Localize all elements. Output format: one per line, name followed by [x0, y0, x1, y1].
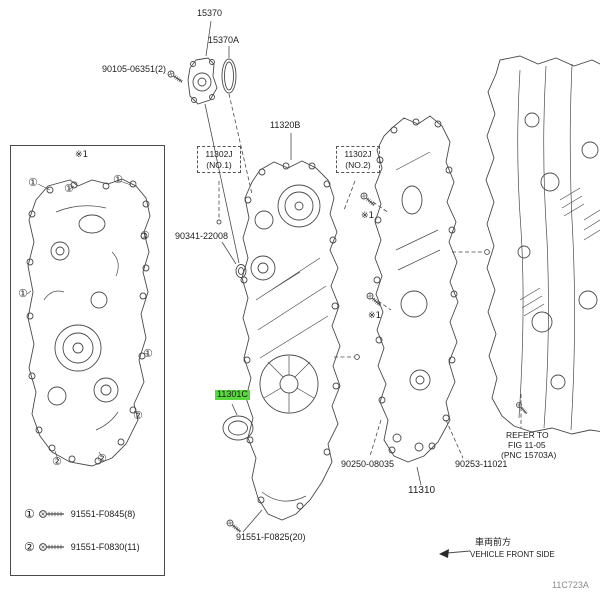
- label-11310: 11310: [408, 485, 436, 496]
- note-symbol-bolt-2: ※1: [368, 311, 382, 321]
- detail-view-panel: [10, 145, 165, 576]
- gasket-drawing: [221, 58, 237, 94]
- plug-icon: [235, 264, 247, 278]
- note-symbol-box: ※1: [75, 150, 89, 160]
- callout-number: ①: [143, 347, 153, 360]
- callout-number: ①: [18, 287, 28, 300]
- leader-dot: [484, 249, 490, 255]
- label-15370A: 15370A: [208, 35, 240, 45]
- callout-number: ②: [97, 452, 107, 465]
- front-marker-jp: 車両前方: [475, 537, 512, 547]
- oil-pump-drawing: [187, 57, 218, 105]
- label-15370: 15370: [197, 8, 223, 18]
- label-11301C-highlighted: 11301C: [215, 389, 250, 400]
- front-cover-detail-drawing: [26, 178, 151, 467]
- bolt-icon: [38, 542, 65, 552]
- callout-number: ②: [133, 409, 143, 422]
- legend-row-2: ② 91551-F0830(11): [24, 541, 140, 553]
- leader-dot: [354, 354, 360, 360]
- label-11302J-no1: 11302J: [205, 149, 233, 159]
- dashed-leader-lines: [218, 93, 522, 459]
- refer-line-3: (PNC 15703A): [501, 450, 557, 460]
- bolt-icon: [514, 400, 530, 416]
- label-90341-22008: 90341-22008: [175, 231, 229, 241]
- legend-part-1: 91551-F0845(8): [70, 509, 136, 519]
- callout-number: ①: [140, 229, 150, 242]
- chain-case-drawing: [373, 115, 459, 463]
- callout-number: ②: [52, 455, 62, 468]
- timing-chain-cover-drawing: [240, 160, 341, 521]
- legend-number-1: ①: [24, 507, 35, 521]
- callout-number: ①: [28, 176, 38, 189]
- label-90105-06351: 90105-06351(2): [102, 64, 167, 74]
- label-90253-11021: 90253-11021: [455, 459, 508, 469]
- callout-box-11302J-no2: 11302J (NO.2): [336, 146, 380, 174]
- legend-part-2: 91551-F0830(11): [70, 542, 140, 552]
- label-no1: (NO.1): [206, 159, 232, 170]
- label-90250-08035: 90250-08035: [341, 459, 395, 469]
- engine-block-drawing: [485, 55, 600, 435]
- label-11320B: 11320B: [270, 120, 301, 130]
- oil-seal-drawing: [222, 415, 254, 441]
- label-no2: (NO.2): [345, 159, 371, 170]
- leader-lines: [204, 20, 422, 533]
- bolt-icon: [359, 191, 377, 208]
- front-arrow-icon: [439, 549, 471, 558]
- label-11302J-no2: 11302J: [344, 149, 372, 159]
- note-symbol-bolt-1: ※1: [361, 211, 375, 221]
- leader-dot: [216, 219, 222, 225]
- front-marker-en: VEHICLE FRONT SIDE: [470, 550, 555, 559]
- bolt-icon: [166, 69, 185, 85]
- legend-number-2: ②: [24, 540, 35, 554]
- label-91551-F0825: 91551-F0825(20): [236, 532, 306, 542]
- drawing-code: 11C723A: [552, 580, 589, 590]
- refer-line-1: REFER TO: [506, 430, 549, 440]
- refer-line-2: FIG 11-05: [508, 440, 546, 450]
- callout-box-11302J-no1: 11302J (NO.1): [197, 146, 241, 174]
- callout-number: ①: [64, 182, 74, 195]
- legend-row-1: ① 91551-F0845(8): [24, 508, 135, 520]
- bolt-icon: [365, 291, 383, 308]
- callout-number: ①: [113, 173, 123, 186]
- bolt-icon: [38, 510, 65, 519]
